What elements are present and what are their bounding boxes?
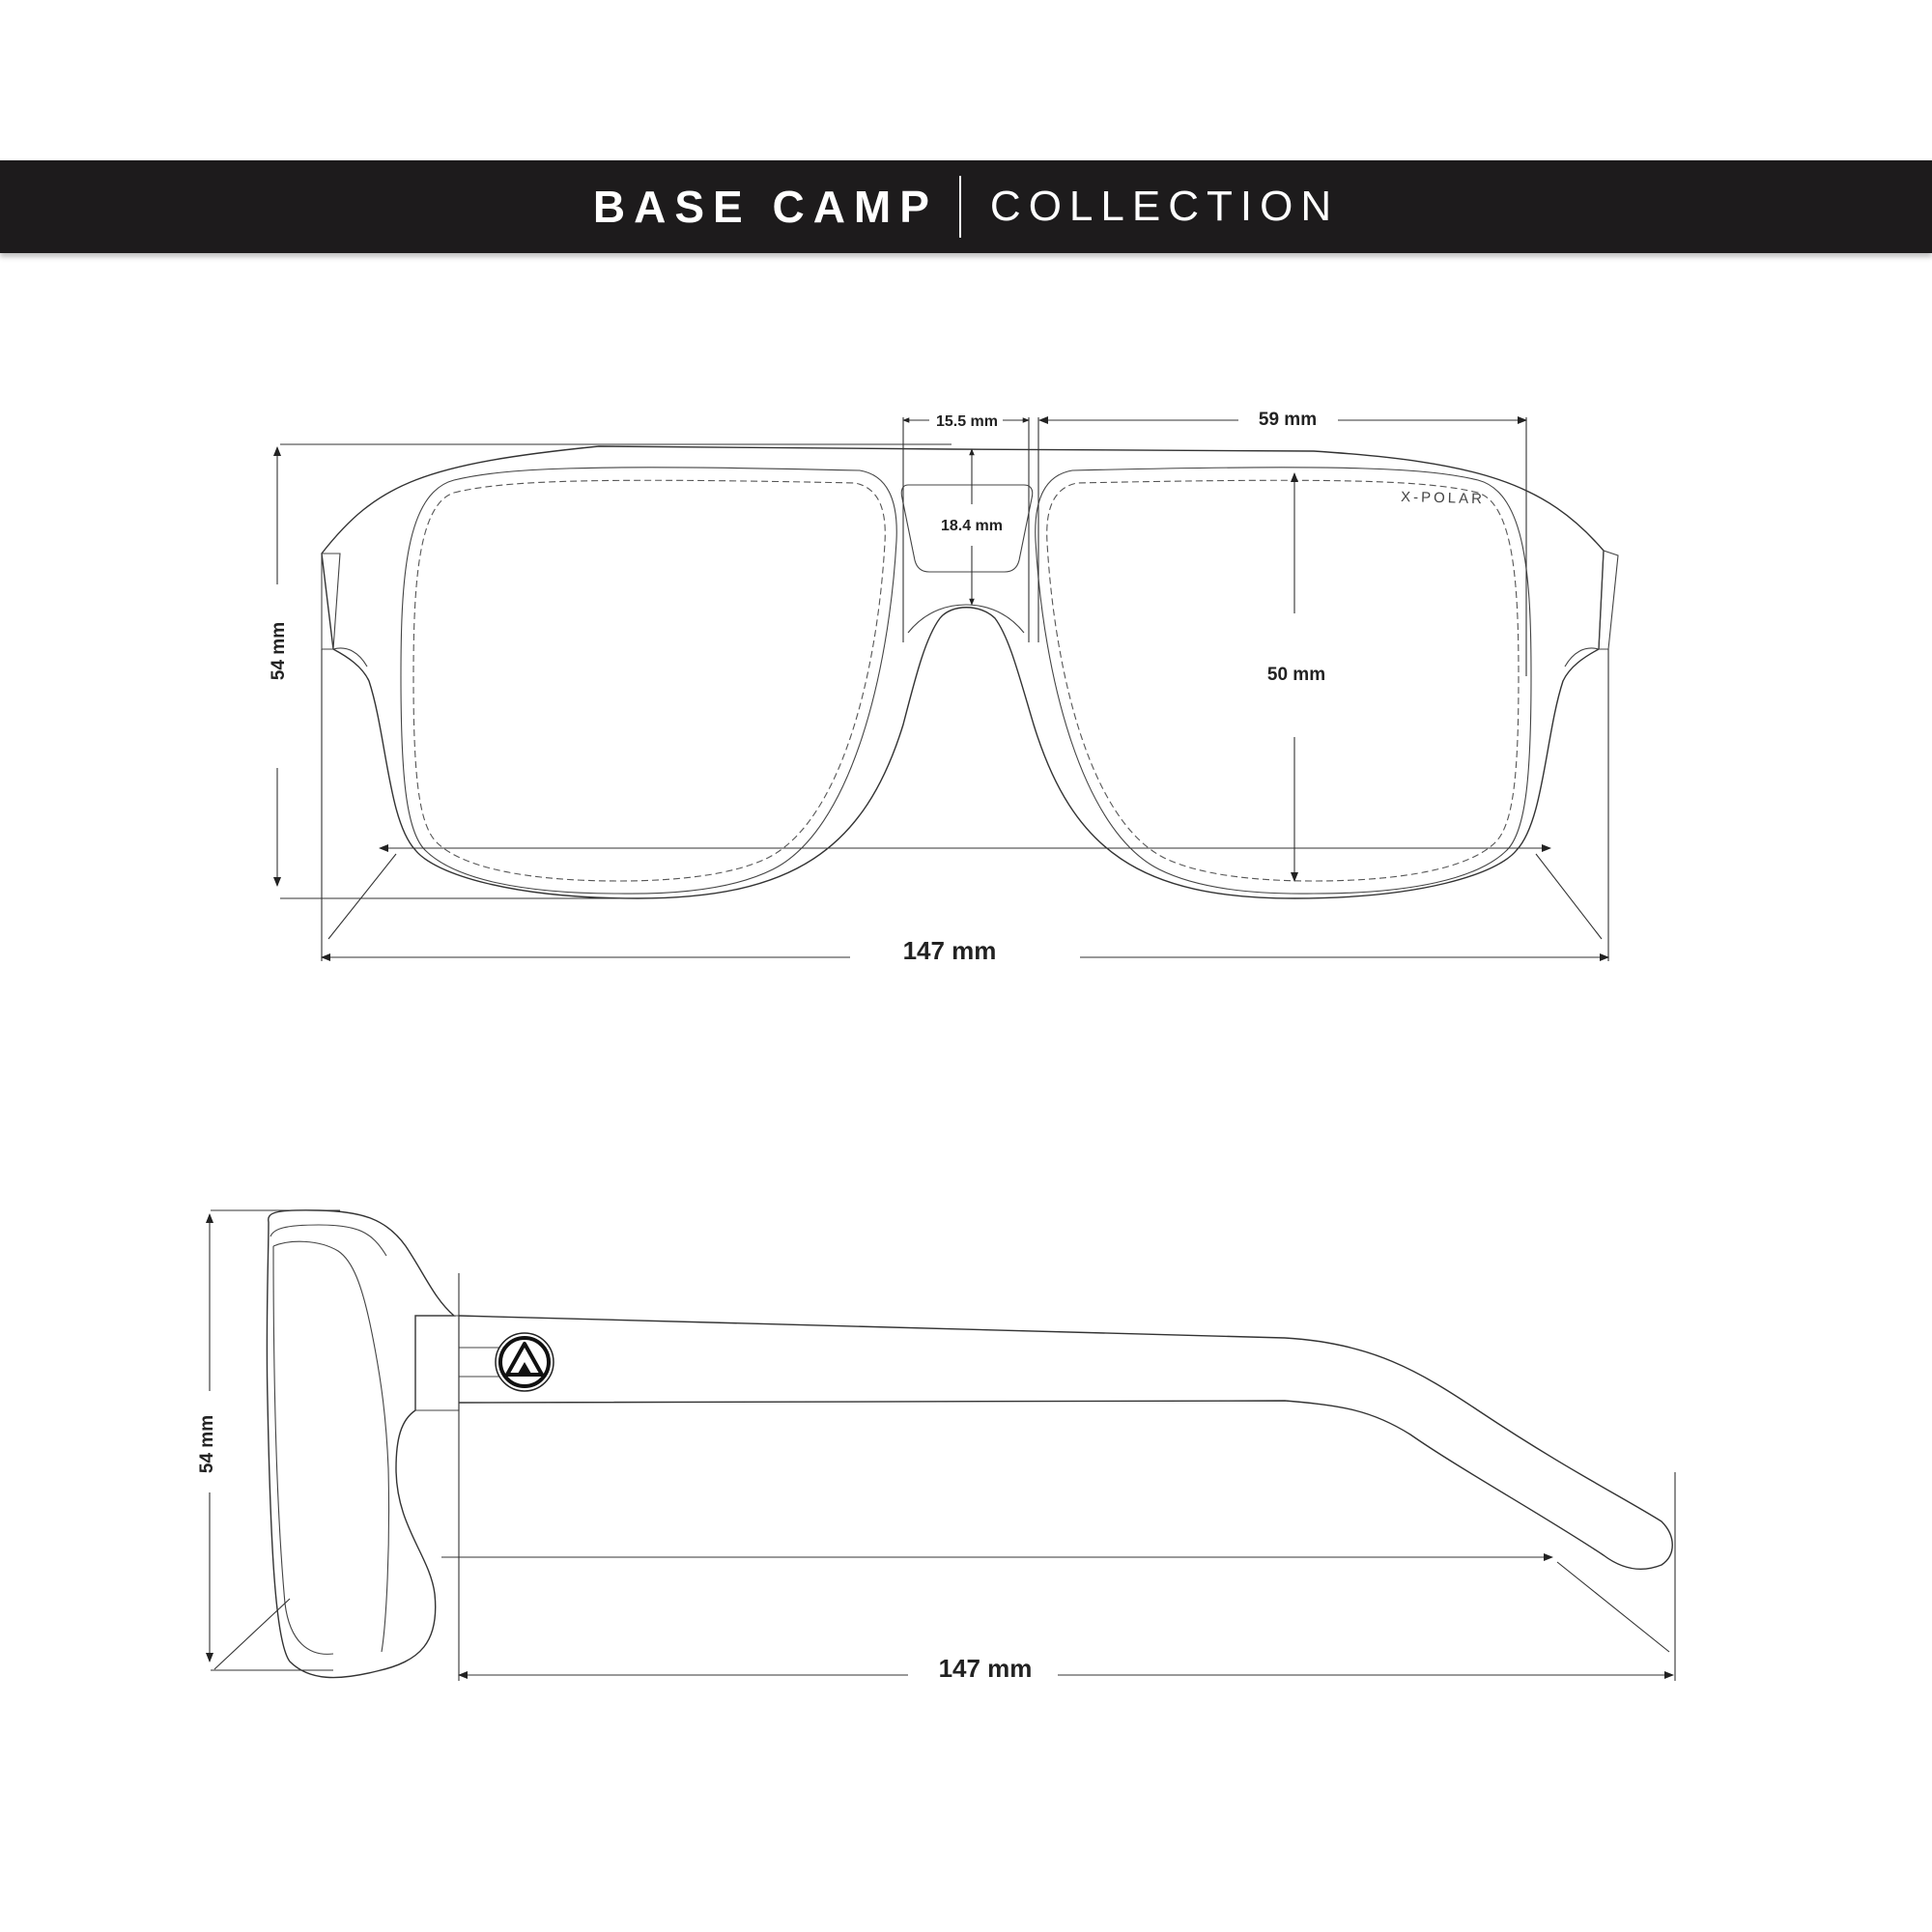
header-title: BASE CAMP COLLECTION — [0, 160, 1932, 253]
lens-width-label: 59 mm — [1259, 410, 1317, 430]
header-banner: BASE CAMP COLLECTION — [0, 160, 1932, 253]
right-lens-dashed — [1046, 479, 1520, 882]
right-hinge — [1598, 550, 1619, 650]
side-lens-edge — [272, 1240, 390, 1653]
bridge-width-label: 15.5 mm — [936, 413, 998, 430]
nose-height-label: 18.4 mm — [941, 518, 1003, 534]
front-frame-outline — [321, 445, 1605, 899]
dim-nose-height: 18.4 mm — [941, 448, 1003, 606]
temple-arm — [458, 1315, 1673, 1570]
dim-side-frame-height: 54 mm — [197, 1209, 340, 1671]
left-lens-dashed — [412, 479, 886, 882]
dim-front-frame-height: 54 mm — [269, 443, 952, 899]
front-height-label: 54 mm — [269, 622, 289, 680]
nose-bridge-window — [900, 484, 1034, 573]
side-height-label: 54 mm — [197, 1415, 217, 1473]
dim-lens-width: 59 mm — [1038, 410, 1527, 676]
collection-label: COLLECTION — [989, 183, 1340, 230]
left-lens — [400, 467, 897, 895]
side-view-glasses — [266, 1209, 1673, 1679]
collection-name: BASE CAMP — [592, 182, 938, 232]
lens-height-label: 50 mm — [1267, 665, 1325, 685]
title-divider — [958, 176, 961, 238]
triangle-circle-logo-icon — [495, 1332, 554, 1392]
lens-brand-text: X-POLAR — [1401, 489, 1485, 507]
dim-lens-height: 50 mm — [1267, 472, 1325, 882]
front-view-glasses — [321, 445, 1619, 899]
dim-bridge: 15.5 mm — [902, 413, 1039, 642]
front-width-label: 147 mm — [903, 936, 997, 965]
dim-temple-length: 147 mm — [213, 1273, 1676, 1683]
nose-arch — [907, 604, 1025, 634]
side-frame-front — [266, 1209, 456, 1679]
side-width-label: 147 mm — [939, 1654, 1033, 1683]
dim-front-frame-width: 147 mm — [321, 649, 1609, 965]
right-lens — [1035, 467, 1532, 895]
side-hinge — [415, 1315, 460, 1411]
